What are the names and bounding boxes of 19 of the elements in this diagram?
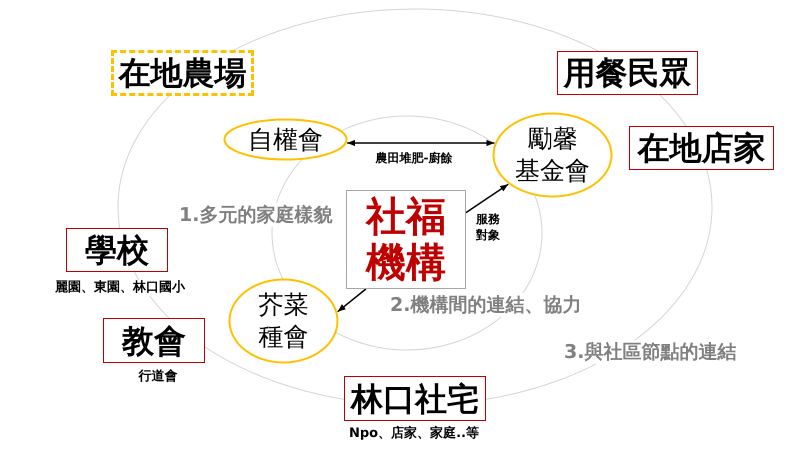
section-label: 3.與社區節點的連結 [562,340,738,364]
oval-node: 勵馨基金會 [492,112,613,198]
caption-text: 麗園、東園、林口國小 [55,280,185,296]
edge-label: 服務對象 [476,211,500,243]
caption-text: 行道會 [138,369,178,385]
double-arrow [347,140,494,146]
edge-label: 農田堆肥-廚餘 [376,150,452,166]
node-box: 教會 [103,318,205,363]
node-box: 在地店家 [629,126,774,170]
oval-node: 芥菜種會 [228,278,339,364]
node-box: 用餐民眾 [557,51,698,95]
dashed-node-box: 在地農場 [111,50,254,96]
node-box: 林口社宅 [344,376,486,421]
oval-node: 自權會 [223,118,348,161]
arrow [466,184,509,214]
center-node-box: 社福機構 [346,190,466,289]
arrow [337,288,366,312]
node-box: 學校 [66,228,168,272]
caption-text: Npo、店家、家庭..等 [349,426,479,442]
